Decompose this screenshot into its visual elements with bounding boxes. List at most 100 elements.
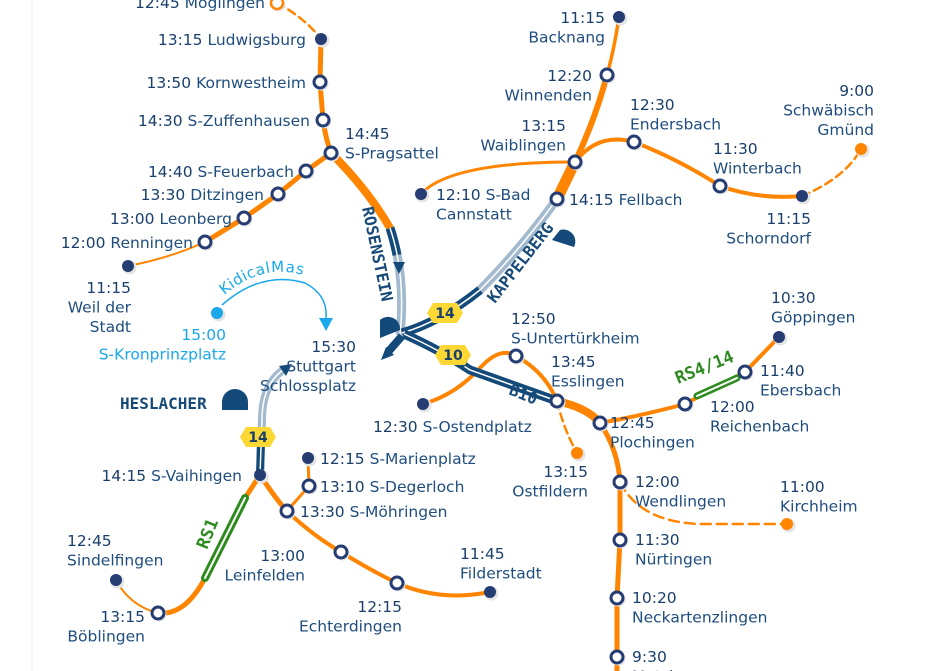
station-name: Kornwestheim [196, 74, 306, 92]
tunnel-portal-icon [222, 389, 248, 410]
station-time: 15:30 [311, 338, 356, 356]
station-name: Renningen [110, 234, 193, 252]
station-marker-icon [609, 649, 625, 665]
badge-text: 14 [248, 430, 268, 446]
station-name: Fellbach [619, 191, 683, 209]
station-time: 13:50 [146, 74, 191, 92]
station-name: Leonberg [159, 210, 232, 228]
station-time: 14:15 [569, 191, 614, 209]
station-marker-icon [613, 11, 625, 23]
station: 14:30 S-Zuffenhausen [138, 112, 332, 130]
station-time: 12:00 [61, 234, 106, 252]
station-name: Leinfelden [224, 567, 305, 585]
station-marker-icon [592, 415, 608, 431]
station: 13:50 Kornwestheim [146, 74, 329, 92]
station-time: 12:45 [135, 0, 180, 12]
station-time: 12:30 [630, 96, 675, 114]
station-label: 13:30 S-Möhringen [300, 503, 447, 521]
road-badge-heslacher: 14 [240, 427, 276, 447]
station-name: S-Kronprinzplatz [99, 346, 226, 364]
station-time: 14:15 [102, 467, 147, 485]
route-schorndorf-gmuend-dashed [800, 147, 863, 198]
station-time: 11:30 [713, 140, 758, 158]
station-name: S-Degerloch [370, 478, 465, 496]
station-time: 9:30 [632, 648, 667, 666]
to-schlossplatz-route [384, 333, 406, 355]
station-marker-icon [122, 260, 134, 272]
station-name: Reichenbach [710, 418, 809, 436]
station-time: 13:15 [543, 463, 588, 481]
station-name: Schorndorf [726, 230, 811, 248]
station-time: 13:00 [260, 547, 305, 565]
kidical-mass-path [221, 278, 327, 319]
station-time: 12:45 [610, 414, 655, 432]
station-time: 12:10 [436, 186, 481, 204]
station-marker-icon [417, 398, 429, 410]
station-label: 13:30 Ditzingen [141, 186, 264, 204]
station-marker-icon [211, 307, 223, 319]
station-time: 11:45 [460, 545, 505, 563]
station-marker-icon [315, 112, 331, 128]
station-label: 12:00 Renningen [61, 234, 193, 252]
station-time: 12:50 [511, 310, 556, 328]
station-name: Cannstatt [436, 206, 512, 224]
station-name: Filderstadt [460, 565, 542, 583]
station: 12:00 Renningen [61, 234, 214, 252]
station-label: 14:30 S-Zuffenhausen [138, 112, 310, 130]
station: 9:30Metzingen [609, 648, 712, 671]
station-name: Kirchheim [780, 498, 858, 516]
route-wendlingen-kirchheim-dashed [618, 480, 789, 526]
station-name: Wendlingen [635, 493, 726, 511]
route-backnang-winnenden [605, 15, 621, 77]
station-name: Ditzingen [190, 186, 264, 204]
station-label: 14:15 Fellbach [569, 191, 683, 209]
rs1-centerline [204, 497, 246, 579]
station-time: 12:30 [373, 418, 418, 436]
station-name: Stadt [90, 318, 131, 336]
station-time: 12:00 [635, 473, 680, 491]
station-name: S-Pragsattel [345, 145, 439, 163]
station-marker-icon [612, 474, 628, 490]
station-marker-icon [677, 396, 693, 412]
rs4-centerline [696, 377, 738, 397]
road-badge-b10: 10 [435, 345, 471, 365]
arrow-icon [393, 262, 405, 274]
station-marker-icon [626, 134, 642, 150]
station-label: 12:30 S-Ostendplatz [373, 418, 532, 436]
station-time: 13:15 [100, 608, 145, 626]
station-marker-icon [415, 188, 427, 200]
station-name: Plochingen [610, 434, 695, 452]
station-time: 14:45 [345, 125, 390, 143]
station-marker-icon [333, 544, 349, 560]
station-name: Nürtingen [635, 551, 712, 569]
station-time: 11:40 [760, 362, 805, 380]
road-badges: 14 14 10 [240, 303, 471, 447]
route-waiblingen-schorndorf [573, 137, 804, 199]
station-name: Sindelfingen [67, 552, 163, 570]
